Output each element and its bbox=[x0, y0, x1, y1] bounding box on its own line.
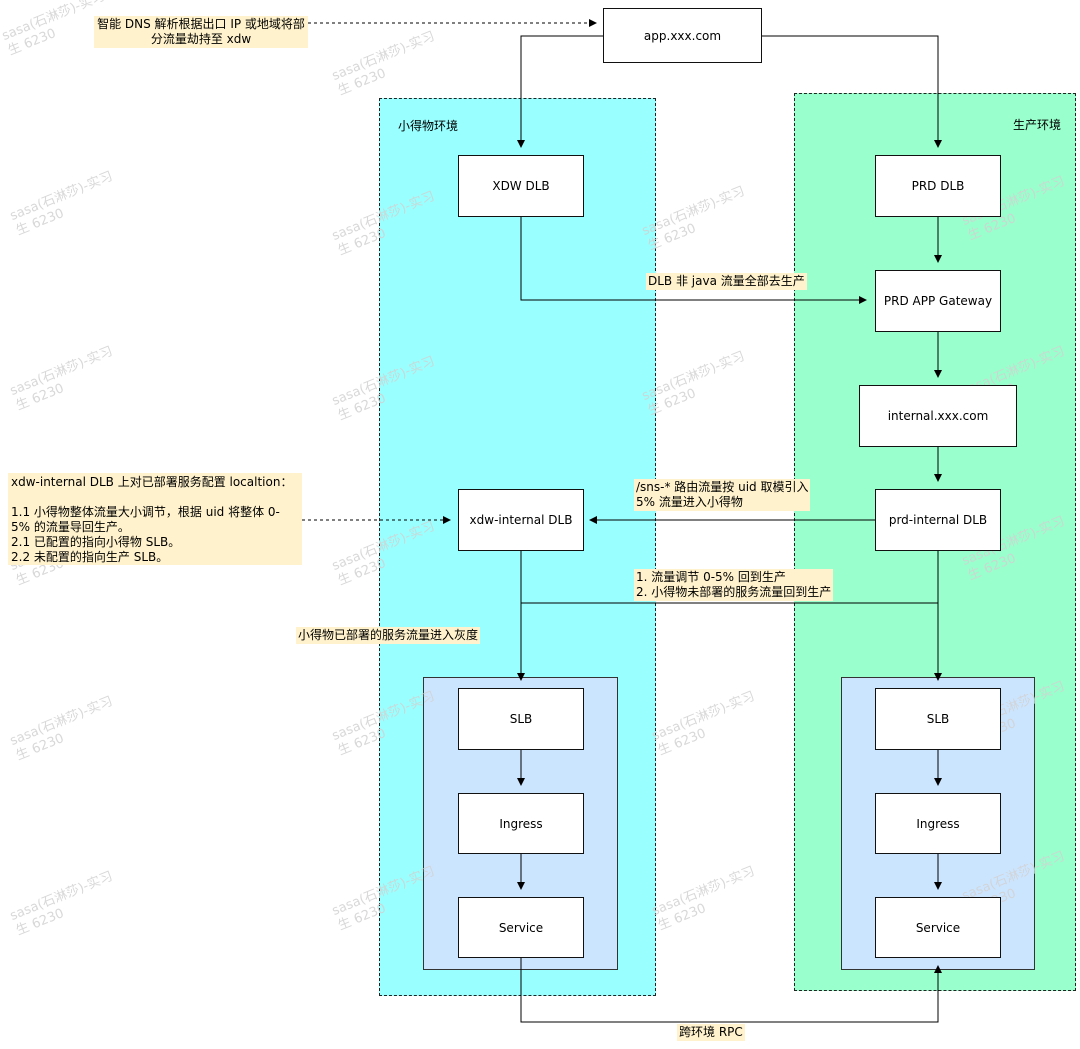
config-note-title: xdw-internal DLB 上对已部署服务配置 localtion： bbox=[11, 475, 293, 489]
gray-traffic-label: 小得物已部署的服务流量进入灰度 bbox=[296, 627, 481, 644]
config-note-line: 5% 的流量导回生产。 bbox=[11, 520, 130, 534]
xdw-dlb-to-gateway-arrow bbox=[520, 217, 867, 304]
dlb-non-java-label: DLB 非 java 流量全部去生产 bbox=[646, 273, 807, 290]
xdw-slb-node: SLB bbox=[458, 688, 584, 750]
sns-route-label: /sns-* 路由流量按 uid 取模引入 5% 流量进入小得物 bbox=[634, 479, 811, 511]
dns-note: 智能 DNS 解析根据出口 IP 或地域将部 分流量劫持至 xdw bbox=[94, 16, 308, 48]
prd-ingress-node: Ingress bbox=[875, 793, 1001, 854]
xdw-internal-config-note: xdw-internal DLB 上对已部署服务配置 localtion： 1.… bbox=[8, 473, 302, 565]
config-note-line: 1.1 小得物整体流量大小调节，根据 uid 将整体 0- bbox=[11, 505, 280, 519]
prd-internal-dlb-node: prd-internal DLB bbox=[875, 489, 1001, 551]
prd-app-gateway-node: PRD APP Gateway bbox=[875, 270, 1001, 332]
app-domain-node: app.xxx.com bbox=[603, 8, 762, 63]
prd-service-node: Service bbox=[875, 897, 1001, 958]
internal-domain-node: internal.xxx.com bbox=[859, 385, 1017, 447]
prd-slb-node: SLB bbox=[875, 688, 1001, 750]
config-note-line: 2.2 未配置的指向生产 SLB。 bbox=[11, 550, 169, 564]
app-to-prd-dlb-arrow bbox=[762, 35, 942, 148]
xdw-internal-dlb-node: xdw-internal DLB bbox=[458, 489, 584, 551]
prd-dlb-node: PRD DLB bbox=[875, 155, 1001, 217]
xdw-dlb-node: XDW DLB bbox=[458, 155, 584, 217]
config-note-line: 2.1 已配置的指向小得物 SLB。 bbox=[11, 535, 181, 549]
back-to-prd-arrow bbox=[521, 602, 942, 681]
cross-env-rpc-label: 跨环境 RPC bbox=[677, 1024, 745, 1041]
prd-zone-label: 生产环境 bbox=[1012, 118, 1061, 132]
app-to-xdw-dlb-arrow bbox=[517, 35, 603, 148]
xdw-service-node: Service bbox=[458, 897, 584, 958]
cross-env-rpc-arrow bbox=[520, 958, 942, 1023]
xdw-zone-label: 小得物环境 bbox=[398, 119, 459, 133]
xdw-ingress-node: Ingress bbox=[458, 793, 584, 854]
back-to-prd-label: 1. 流量调节 0-5% 回到生产 2. 小得物未部署的服务流量回到生产 bbox=[634, 569, 834, 601]
